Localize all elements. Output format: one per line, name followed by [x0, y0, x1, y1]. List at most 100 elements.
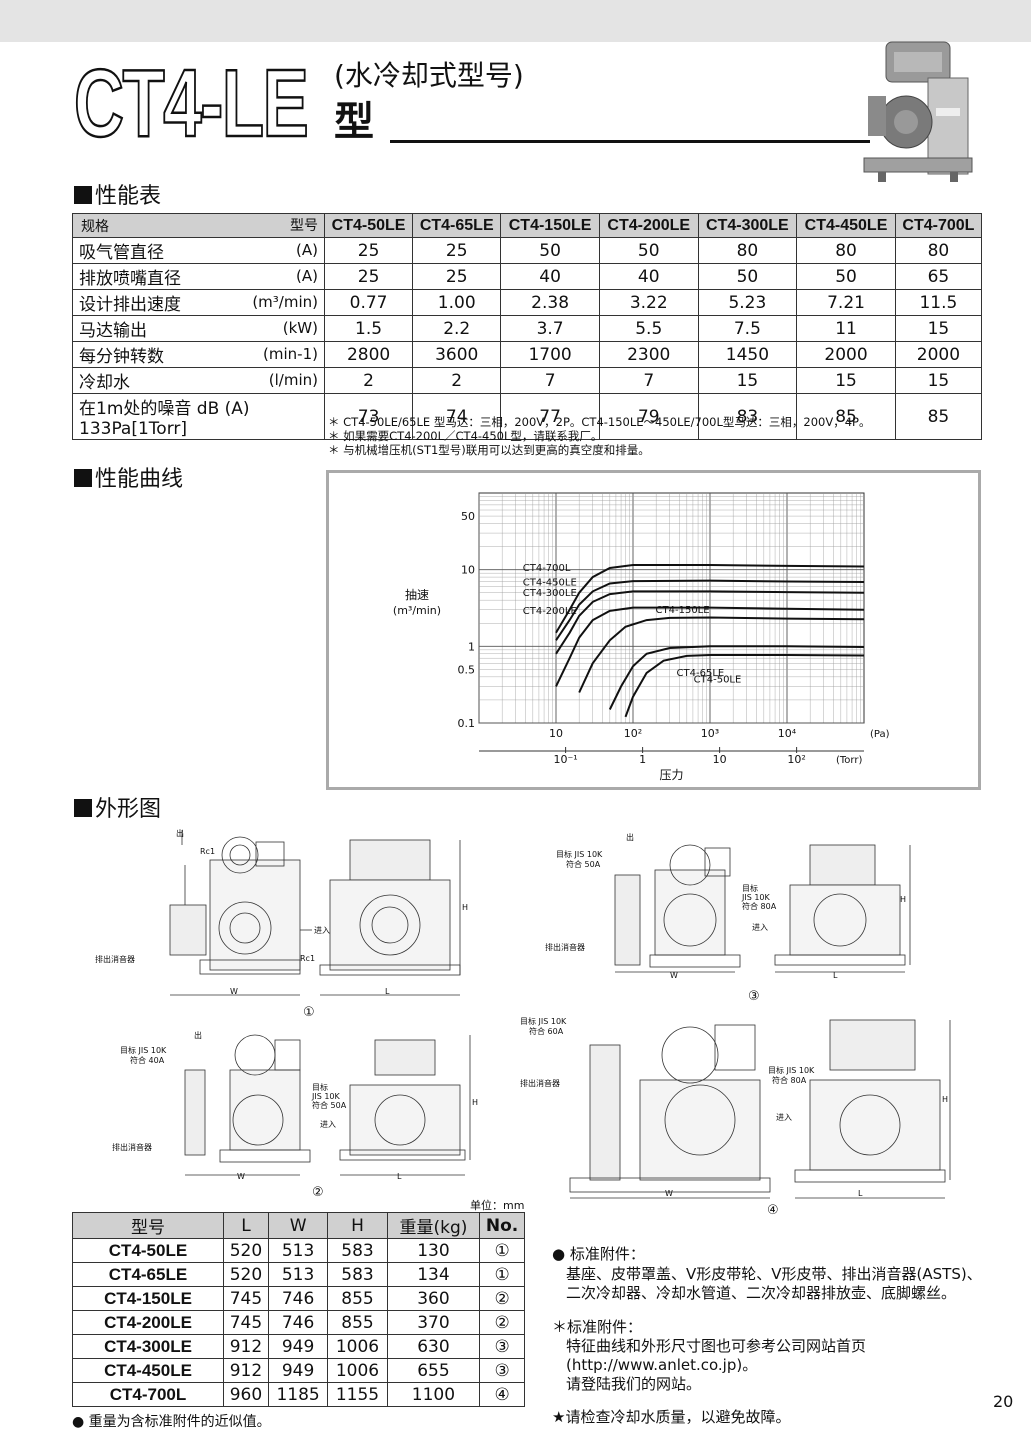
section-square-icon [74, 469, 92, 487]
section-outline: 外形图 [74, 798, 161, 822]
svg-text:符合 50A: 符合 50A [312, 1100, 347, 1110]
torr-tick-label: 10 [713, 753, 727, 766]
table-cell: 50 [598, 237, 699, 264]
svg-text:符合 80A: 符合 80A [742, 901, 777, 911]
table-cell: 15 [894, 315, 983, 342]
table-cell: 1.5 [323, 315, 414, 342]
reference-line: 请登陆我们的网站。 [566, 1375, 702, 1393]
series-label: CT4-50LE [694, 675, 742, 686]
x-tick-label: 10⁴ [778, 727, 797, 740]
drawing-1-labels: 出 Rc1 Rc1 进入 排出消音器 W L H ① [95, 828, 468, 1020]
x-unit-torr: (Torr) [836, 755, 862, 766]
note-line: ＊ 与机械增压机(ST1型号)联用可以达到更高的真空度和排量。 [328, 443, 650, 457]
table-cell: CT4-200LE [72, 1310, 224, 1335]
table-cell: 370 [386, 1310, 481, 1335]
dim-header: No. [479, 1212, 525, 1239]
corner-spec: 规格 [81, 218, 109, 234]
svg-text:符合 50A: 符合 50A [566, 859, 601, 869]
series-line [555, 590, 865, 655]
table-cell: 2 [323, 367, 414, 394]
reference-title: ＊标准附件： [552, 1318, 643, 1336]
y-tick-label: 50 [461, 510, 475, 523]
svg-text:目标 JIS 10K: 目标 JIS 10K [768, 1065, 815, 1075]
table-cell: 2.2 [412, 315, 502, 342]
table-cell: 40 [598, 263, 699, 290]
table-cell: 1006 [327, 1358, 388, 1383]
table-cell: ③ [479, 1334, 525, 1359]
table-cell: 83 [697, 393, 798, 440]
table-cell: 1450 [697, 341, 798, 368]
table-cell: 2800 [323, 341, 414, 368]
page-number: 20 [993, 1392, 1014, 1411]
drawing-1 [169, 830, 461, 996]
svg-text:出: 出 [194, 1030, 202, 1040]
table-cell: 74 [412, 393, 502, 440]
table-cell: CT4-50LE [72, 1238, 224, 1263]
row-label: 在1m处的噪音 dB (A) 133Pa[1Torr] [72, 393, 325, 440]
cooling-warning: ★请检查冷却水质量，以避免故障。 [552, 1408, 791, 1426]
model-header: CT4-200LE [598, 213, 699, 238]
table-cell: 630 [386, 1334, 481, 1359]
model-subtitle: (水冷却式型号) [334, 59, 524, 92]
drawing-2 [184, 1034, 471, 1176]
table-cell: 912 [223, 1358, 269, 1383]
table-header-row: 型号 L W H 重量(kg) No. [72, 1212, 525, 1239]
table-cell: CT4-65LE [72, 1262, 224, 1287]
table-cell: 583 [327, 1262, 388, 1287]
model-header: CT4-50LE [323, 213, 414, 238]
drawing-3 [614, 844, 911, 973]
table-cell: 25 [323, 237, 414, 264]
svg-text:排出消音器: 排出消音器 [95, 954, 135, 964]
row-label: 马达输出(kW) [72, 315, 325, 342]
torr-tick-label: 10⁻¹ [554, 753, 578, 766]
outline-drawings: 出 Rc1 Rc1 进入 排出消音器 W L H ① 出 目标 JIS 10K … [95, 828, 951, 1218]
table-cell: 3.7 [500, 315, 600, 342]
svg-text:L: L [833, 971, 838, 980]
table-cell: CT4-700L [72, 1382, 224, 1407]
torr-tick-label: 1 [639, 753, 646, 766]
table-cell: 520 [223, 1238, 269, 1263]
table-cell: 1006 [327, 1334, 388, 1359]
svg-text:出: 出 [626, 832, 634, 842]
reference-url: (http://www.anlet.co.jp)。 [566, 1356, 758, 1374]
table-cell: 50 [500, 237, 600, 264]
x-tick-label: 10² [624, 727, 642, 740]
table-cell: 949 [267, 1334, 329, 1359]
svg-text:进入: 进入 [320, 1120, 336, 1129]
model-header: CT4-300LE [697, 213, 798, 238]
series-line [578, 616, 865, 693]
table-cell: 11 [796, 315, 896, 342]
dim-header: H [327, 1212, 388, 1239]
row-label: 设计排出速度(m³/min) [72, 289, 325, 316]
dim-header: L [223, 1212, 269, 1239]
svg-text:①: ① [303, 1005, 315, 1020]
svg-text:JIS 10K: JIS 10K [311, 1092, 341, 1101]
svg-text:W: W [237, 1172, 245, 1181]
table-cell: ③ [479, 1358, 525, 1383]
table-cell: 1.00 [412, 289, 502, 316]
y-axis-label: 抽速 [405, 588, 429, 602]
x-tick-label: 10 [549, 727, 563, 740]
unit-label: 单位：mm [470, 1199, 525, 1212]
svg-text:进入: 进入 [752, 923, 768, 932]
svg-text:进入: 进入 [314, 926, 330, 935]
table-cell: CT4-300LE [72, 1334, 224, 1359]
table-cell: 2000 [894, 341, 983, 368]
svg-text:目标 JIS 10K: 目标 JIS 10K [520, 1016, 567, 1026]
model-type-label: 型 [334, 99, 374, 145]
table-cell: 15 [796, 367, 896, 394]
svg-text:目标: 目标 [312, 1082, 328, 1092]
svg-text:符合 60A: 符合 60A [529, 1026, 564, 1036]
table-cell: 2000 [796, 341, 896, 368]
svg-text:②: ② [312, 1185, 324, 1200]
table-cell: 77 [500, 393, 600, 440]
x-tick-label: 10³ [701, 727, 719, 740]
table-cell: 855 [327, 1310, 388, 1335]
table-cell: 15 [894, 367, 983, 394]
row-label: 吸气管直径(A) [72, 237, 325, 264]
